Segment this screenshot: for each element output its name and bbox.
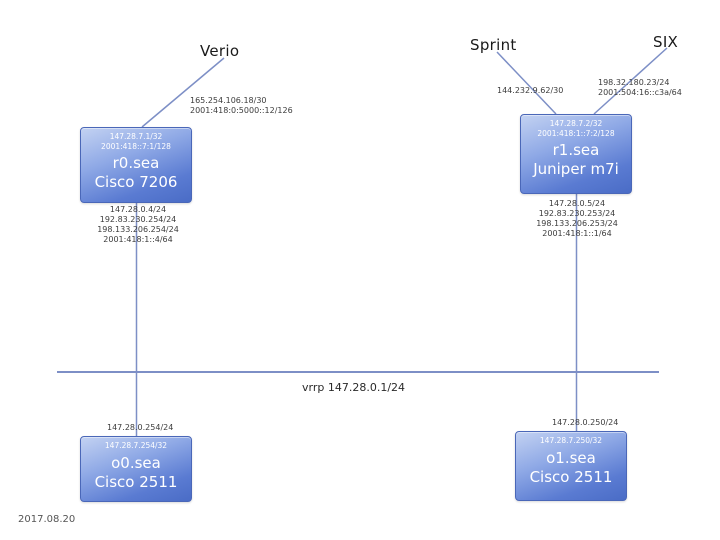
date-label: 2017.08.20 [18, 514, 76, 525]
o0-loopback: 147.28.7.254/32 [104, 441, 168, 450]
sprint-uplink-ip-v4: 144.232.9.62/30 [497, 86, 564, 95]
sprint-uplink-ips: 144.232.9.62/30 [497, 86, 563, 96]
o0-name: o0.sea [111, 453, 161, 472]
o1-lan-ip: 147.28.0.250/24 [552, 418, 619, 427]
verio-uplink-line [141, 57, 225, 128]
uplink-label-verio: Verio [200, 42, 240, 60]
r0-loopback-v4: 147.28.7.1/32 [109, 132, 163, 141]
node-o0: 147.28.7.254/32 o0.sea Cisco 2511 [80, 436, 192, 502]
node-r1: 147.28.7.2/32 2001:418:1::7:2/128 r1.sea… [520, 114, 632, 194]
r1-lan-ip-4: 2001:418:1::1/64 [542, 229, 612, 238]
r1-lan-ip-3: 198.133.206.253/24 [536, 219, 618, 228]
r0-model: Cisco 7206 [94, 173, 178, 191]
r1-model: Juniper m7i [533, 160, 619, 178]
r0-lan-ip-3: 198.133.206.254/24 [97, 225, 179, 234]
r0-lan-ip-4: 2001:418:1::4/64 [103, 235, 173, 244]
r1-lan-ip-1: 147.28.0.5/24 [548, 199, 606, 208]
r0-lan-ip-2: 192.83.230.254/24 [99, 215, 177, 224]
six-uplink-ip-v6: 2001:504:16::c3a/64 [598, 88, 682, 97]
r0-lan-ip-1: 147.28.0.4/24 [109, 205, 167, 214]
o0-lan-ip: 147.28.0.254/24 [107, 423, 174, 432]
vrrp-label: vrrp 147.28.0.1/24 [302, 381, 406, 394]
r0-name: r0.sea [112, 154, 160, 172]
r1-loopback-v4: 147.28.7.2/32 [549, 119, 603, 128]
r0-loopback-v6: 2001:418::7:1/128 [101, 141, 171, 151]
r1-lan-ips: 147.28.0.5/24 192.83.230.253/24 198.133.… [521, 199, 633, 239]
r1-name: r1.sea [552, 141, 600, 159]
sprint-uplink-line [496, 51, 557, 115]
o1-model: Cisco 2511 [529, 467, 613, 486]
o1-name: o1.sea [546, 448, 596, 467]
o0-model: Cisco 2511 [94, 472, 178, 491]
verio-uplink-ips: 165.254.106.18/30 2001:418:0:5000::12/12… [190, 96, 293, 116]
o1-loopback: 147.28.7.250/32 [539, 436, 603, 445]
six-uplink-ips: 198.32.180.23/24 2001:504:16::c3a/64 [598, 78, 682, 98]
uplink-label-six: SIX [653, 33, 679, 51]
node-o1: 147.28.7.250/32 o1.sea Cisco 2511 [515, 431, 627, 501]
six-uplink-ip-v4: 198.32.180.23/24 [598, 78, 670, 87]
node-r0: 147.28.7.1/32 2001:418::7:1/128 r0.sea C… [80, 127, 192, 203]
uplink-label-sprint: Sprint [470, 36, 517, 54]
r1-lan-ip-2: 192.83.230.253/24 [538, 209, 616, 218]
r1-loopback-v6: 2001:418:1::7:2/128 [537, 128, 615, 138]
r0-lan-ips: 147.28.0.4/24 192.83.230.254/24 198.133.… [83, 205, 193, 245]
verio-uplink-ip-v4: 165.254.106.18/30 [190, 96, 267, 105]
verio-uplink-ip-v6: 2001:418:0:5000::12/126 [190, 106, 293, 115]
